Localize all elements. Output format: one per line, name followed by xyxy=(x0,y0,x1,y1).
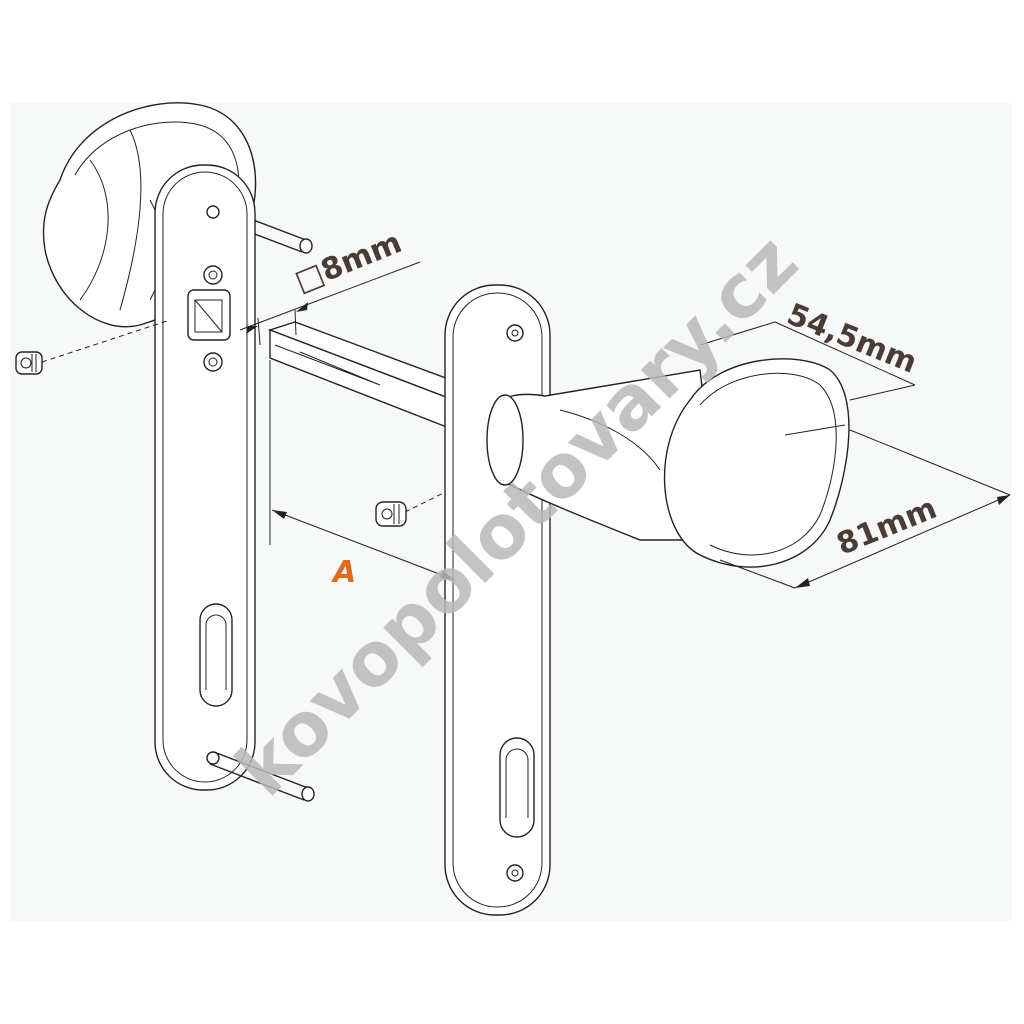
knob-length-dimension xyxy=(719,429,1011,589)
distance-a-dimension xyxy=(269,360,456,581)
right-set-screw xyxy=(375,464,501,527)
spindle-dimension xyxy=(239,261,421,346)
left-set-screw xyxy=(15,319,171,375)
right-knob xyxy=(486,358,850,568)
knob-width-dimension xyxy=(699,321,916,401)
distance-a-label: A xyxy=(331,555,356,590)
left-plate xyxy=(154,164,256,791)
left-bottom-pin xyxy=(209,751,315,802)
